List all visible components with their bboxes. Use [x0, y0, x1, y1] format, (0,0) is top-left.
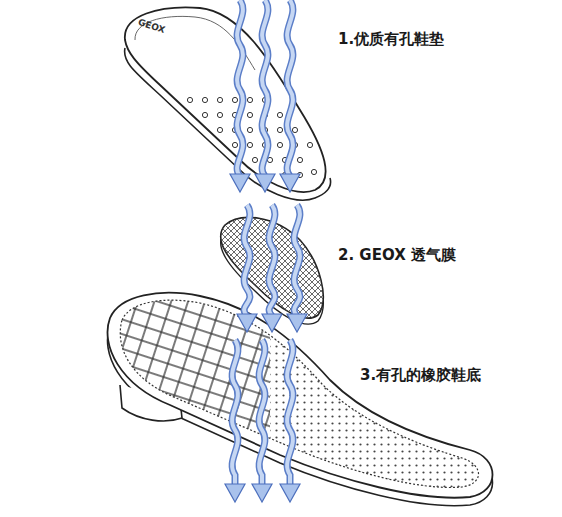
airflow-arrow — [287, 205, 307, 332]
breathable-membrane — [210, 205, 335, 330]
membrane-mesh — [210, 205, 335, 330]
sole-holes — [270, 330, 500, 510]
airflow-arrow — [280, 340, 300, 502]
airflow-arrow — [262, 205, 282, 332]
airflow-arrows — [225, 0, 307, 502]
airflow-arrow — [225, 340, 245, 502]
part-label: 1.优质有孔鞋垫 — [338, 30, 444, 48]
part-label: 3.有孔的橡胶鞋底 — [360, 366, 481, 384]
perforated-insole — [125, 7, 331, 200]
airflow-arrow — [237, 205, 257, 332]
airflow-arrow — [280, 0, 300, 192]
rubber-outsole — [100, 280, 500, 510]
part-label: 2. GEOX 透气膜 — [338, 246, 456, 264]
insole-holes — [187, 97, 316, 177]
airflow-arrow — [252, 340, 272, 502]
airflow-arrow — [255, 0, 275, 192]
airflow-arrow — [230, 0, 250, 192]
